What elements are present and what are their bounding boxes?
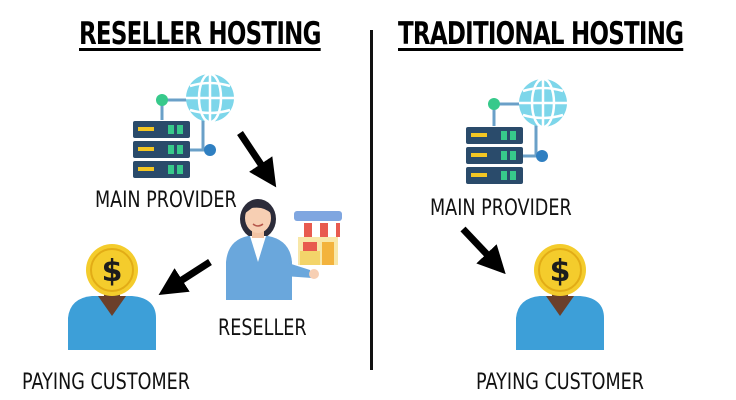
left-paying-customer-label: PAYING CUSTOMER — [22, 370, 190, 395]
traditional-hosting-title: TRADITIONAL HOSTING — [398, 16, 684, 52]
right-paying-customer-label: PAYING CUSTOMER — [476, 370, 644, 395]
dollar-symbol: $ — [550, 254, 571, 289]
server-stack-icon — [466, 98, 548, 184]
globe-icon — [519, 77, 567, 129]
reseller-label: RESELLER — [218, 316, 307, 341]
storefront-icon — [294, 211, 342, 265]
center-divider — [370, 30, 373, 370]
globe-icon — [186, 72, 234, 124]
customer-person-icon — [68, 288, 156, 350]
arrow-icon — [158, 259, 212, 296]
dollar-coin-icon: $ — [86, 244, 138, 296]
right-main-provider-label: MAIN PROVIDER — [430, 196, 572, 221]
left-main-provider-label: MAIN PROVIDER — [95, 188, 237, 213]
dollar-symbol: $ — [102, 254, 123, 289]
dollar-coin-icon: $ — [534, 244, 586, 296]
arrow-icon — [237, 131, 277, 188]
reseller-hosting-title: RESELLER HOSTING — [79, 16, 321, 52]
customer-person-icon — [516, 288, 604, 350]
businesswoman-icon — [226, 199, 319, 300]
arrow-icon — [460, 226, 506, 275]
